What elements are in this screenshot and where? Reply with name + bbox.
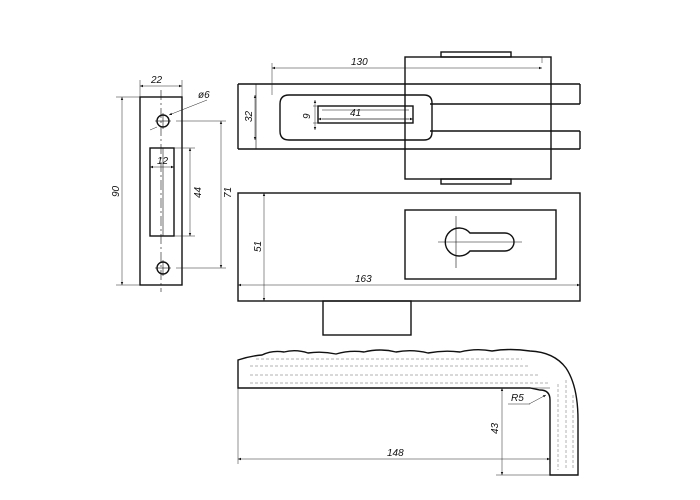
lock-front-height-label: 51 (253, 241, 264, 252)
lock-slot-length-label: 41 (350, 108, 361, 119)
strike-plate-width-label: 22 (150, 75, 163, 86)
handle-hatching (250, 358, 574, 470)
strike-plate-hole-spacing-label: 71 (223, 187, 234, 198)
lock-bolt-housing (322, 300, 412, 336)
strike-plate-height-label: 90 (111, 185, 122, 197)
strike-plate-view: 22 90 ø6 12 44 71 (111, 75, 234, 292)
lock-body-block (404, 56, 552, 180)
lock-front-view: 51 163 (237, 192, 581, 336)
lock-width-label: 32 (244, 110, 255, 122)
cylinder-plate (404, 209, 557, 280)
lock-front-length-label: 163 (355, 274, 372, 285)
lock-top-tab (440, 51, 512, 58)
handle-outline (237, 348, 579, 476)
strike-plate-slot (149, 147, 175, 237)
strike-plate-slot-height-label: 44 (193, 186, 204, 198)
lock-top-view: 130 32 9 41 (237, 51, 581, 185)
handle-radius-label: R5 (511, 393, 524, 404)
keyhole-icon (444, 227, 515, 257)
strike-plate-slot-width-label: 12 (157, 156, 169, 167)
lock-inner-slot (317, 105, 414, 124)
handle-height-label: 43 (490, 422, 501, 434)
lock-bottom-tab (440, 178, 512, 185)
handle-length-label: 148 (387, 448, 404, 459)
lock-bolt-outline (279, 94, 433, 141)
handle-view: R5 43 148 (237, 348, 579, 476)
strike-plate-hole-diameter-label: ø6 (198, 90, 210, 101)
lock-slot-width-label: 9 (302, 113, 313, 119)
lock-length-label: 130 (351, 57, 368, 68)
